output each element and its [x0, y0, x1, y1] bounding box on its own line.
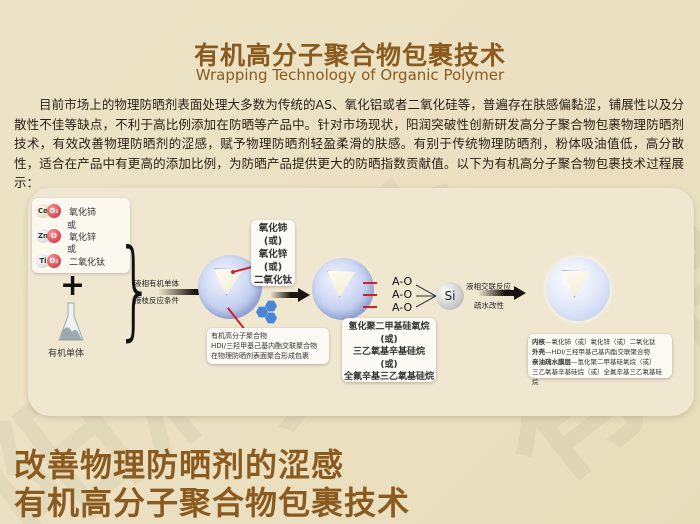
oxide-core-card: 氧化铈 (或) 氧化锌 (或) 二氧化钛	[251, 220, 295, 286]
step3-arrow-icon	[478, 286, 526, 300]
element-name: 二氧化钛	[69, 257, 106, 268]
card-line: 三乙氧基辛基硅烷	[352, 347, 425, 357]
silane-card: 氢化聚二甲基硅氧烷 (或) 三乙氧基辛基硅烷 (或) 全氟辛基三乙氧基硅烷	[342, 318, 436, 382]
oxide-elements-card: Ce O₂ 氧化铈 或 Zn O 氧化锌 或 Ti O₂ 二氧化钛	[32, 198, 130, 273]
element-name: 氧化锌	[69, 232, 97, 243]
card-line: (或)	[263, 236, 283, 247]
card-line: 二氧化钛	[253, 275, 292, 286]
polymer-shell-card: 有机高分子聚合物 HDI/三羟甲基己基内酯交联聚合物 在物理防晒剂表面聚合形成包…	[207, 328, 329, 364]
hexagon-molecule-icon	[265, 300, 277, 312]
step1-label-bottom: 接枝反应条件	[134, 296, 179, 305]
oxygen-atom-icon: O₂	[47, 204, 61, 218]
footer-heading-2: 有机高分子聚合物包裹技术	[14, 484, 411, 522]
ti-atom-icon: Ti	[36, 254, 50, 268]
hexagon-molecule-icon	[256, 306, 268, 318]
footer-heading-1: 改善物理防晒剂的涩感	[14, 446, 345, 484]
card-line: (或)	[263, 262, 283, 273]
element-name: 氧化铈	[69, 207, 97, 218]
step2-arrow-icon	[270, 288, 310, 302]
page-title: 有机高分子聚合物包裹技术	[193, 41, 506, 70]
monomer-label: 有机单体	[48, 349, 85, 359]
step1-label-top: 液相有机单体	[134, 279, 179, 288]
card-line: (或)	[380, 359, 398, 370]
ce-atom-icon: Ce	[36, 204, 50, 218]
brace-icon: }	[116, 227, 154, 352]
card-line: 亲油疏水膜层—氢化聚二甲基硅氧烷（或）	[532, 358, 656, 366]
zn-atom-icon: Zn	[36, 229, 50, 243]
card-line: (或)	[380, 334, 398, 345]
card-line: 三乙氧基辛基硅烷（或）全氟辛基三乙氧基硅烷	[532, 368, 662, 386]
card-line: 氧化铈	[258, 223, 288, 234]
converging-lines-icon	[416, 284, 438, 308]
card-line: HDI/三羟甲基己基内酯交联聚合物	[211, 342, 318, 350]
oxygen-atom-icon: O	[47, 229, 61, 243]
card-line: 全氟辛基三乙氧基硅烷	[343, 372, 434, 382]
oxygen-atom-icon: O₂	[47, 254, 61, 268]
silicon-atom-icon: Si	[436, 282, 464, 310]
element-row-ce: Ce O₂ 氧化铈	[36, 204, 96, 218]
card-line: 外壳—HDI/三羟甲基己基内酯交联聚合物	[532, 348, 650, 356]
ao-group-label: A-O	[392, 275, 413, 288]
page-subtitle: Wrapping Technology of Organic Polymer	[195, 66, 505, 84]
card-line: 氢化聚二甲基硅氧烷	[348, 322, 430, 332]
or-label: 或	[67, 221, 77, 231]
bond-line	[363, 282, 377, 284]
step3-label-top: 液相交联反应	[466, 282, 511, 291]
ao-group-label: A-O	[392, 301, 413, 314]
intro-paragraph: 目前市场上的物理防晒剂表面处理大多数为传统的AS、氧化铝或者二氧化硅等，普遍存在…	[14, 97, 684, 190]
step3-label-bottom: 疏水改性	[474, 301, 504, 310]
element-row-ti: Ti O₂ 二氧化钛	[36, 254, 105, 268]
flask-icon	[58, 302, 84, 341]
final-structure-card: 内核—氧化铈（或）氧化锌（或）二氧化钛 外壳—HDI/三羟甲基己基内酯交联聚合物…	[528, 334, 672, 386]
final-particle-sphere	[546, 257, 610, 321]
card-line: 氧化锌	[258, 249, 288, 260]
card-line: 有机高分子聚合物	[211, 332, 267, 340]
ao-group-label: A-O	[392, 288, 413, 301]
coated-particle-sphere-2	[312, 258, 374, 320]
card-line: 在物理防晒剂表面聚合形成包裹	[211, 352, 309, 360]
hexagon-molecule-icon	[265, 312, 277, 324]
bond-line	[363, 294, 377, 296]
element-row-zn: Zn O 氧化锌	[36, 229, 96, 243]
or-label: 或	[67, 245, 77, 255]
plus-icon: +	[60, 268, 86, 303]
bond-line	[363, 306, 377, 308]
card-line: 内核—氧化铈（或）氧化锌（或）二氧化钛	[532, 338, 656, 346]
